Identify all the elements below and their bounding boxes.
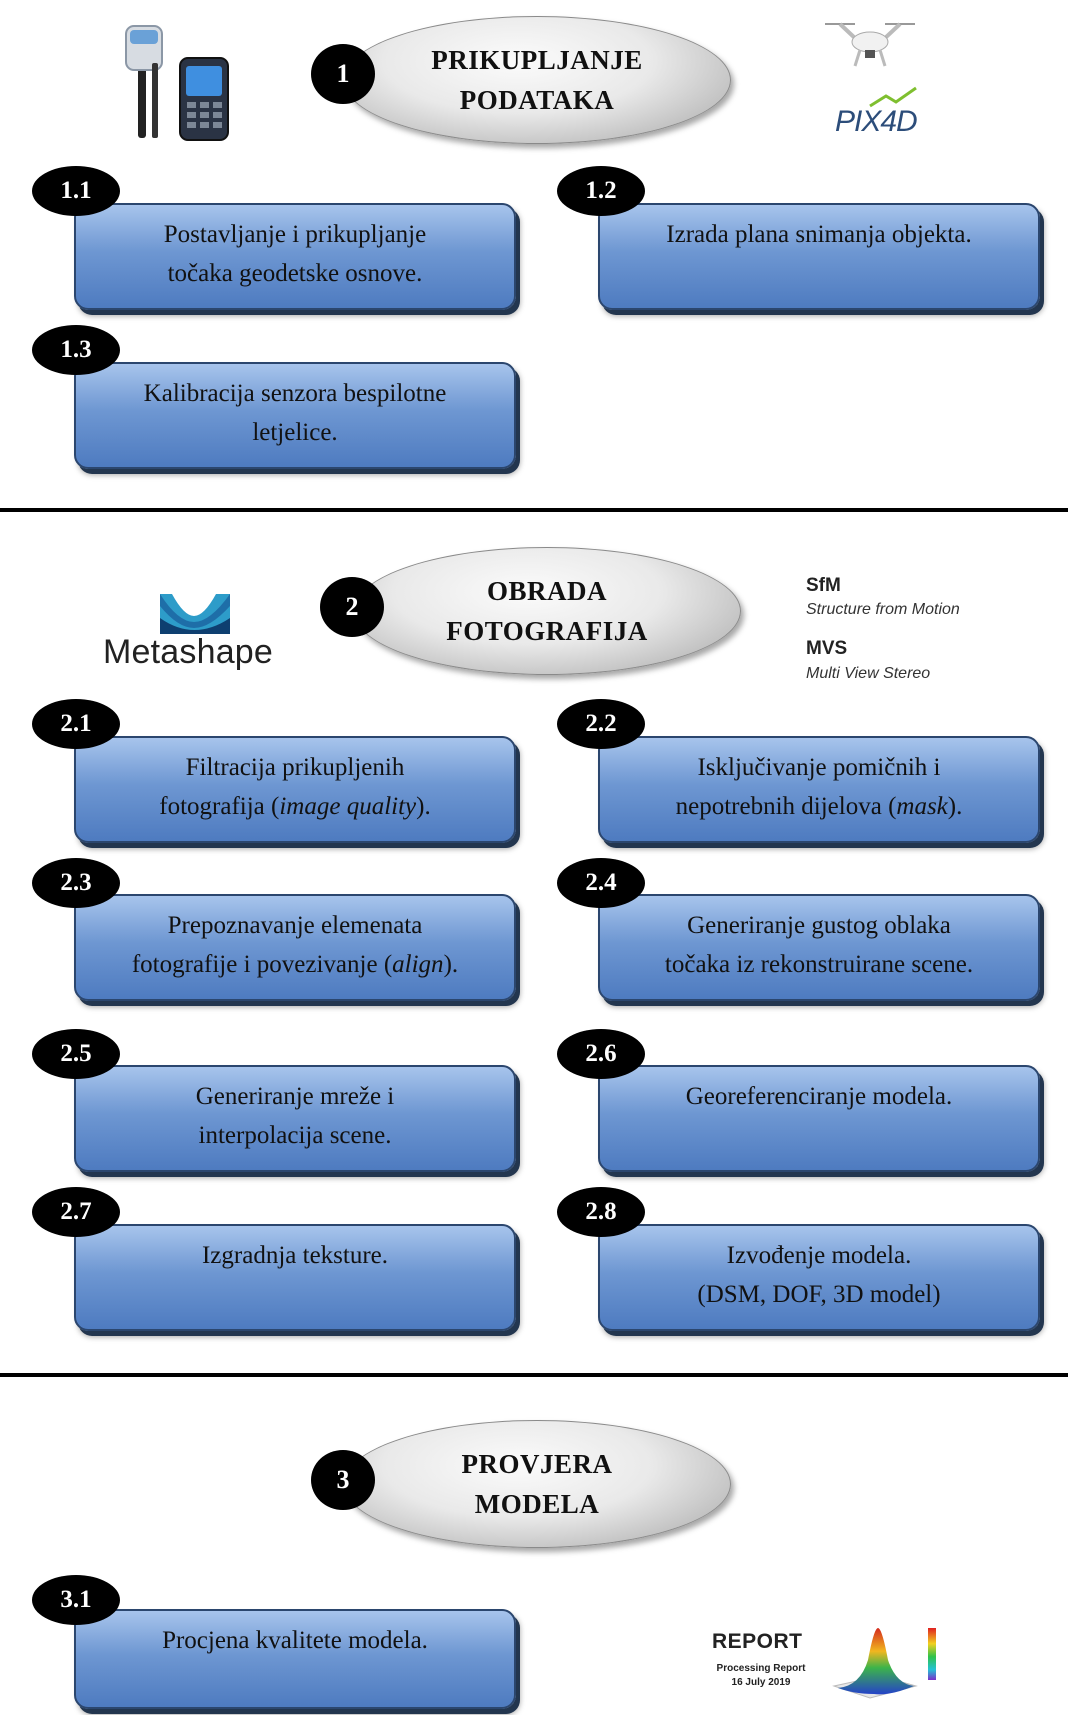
report-title: REPORT: [712, 1630, 803, 1653]
step-2-3-line-2: fotografije i povezivanje (align).: [131, 951, 459, 978]
step-2-4-line-1: Generiranje gustog oblaka: [687, 912, 951, 939]
phase-3-number: 3: [311, 1450, 375, 1510]
step-2-8-badge: 2.8: [557, 1187, 645, 1237]
step-2-3-line-1: Prepoznavanje elemenata: [167, 912, 423, 939]
step-1-3-box: Kalibracija senzora bespilotne letjelice…: [74, 362, 516, 469]
step-3-1-box: Procjena kvalitete modela.: [74, 1609, 516, 1709]
step-1-2-badge: 1.2: [557, 166, 645, 216]
step-1-3-line-2: letjelice.: [252, 419, 338, 446]
step-2-7-line-1: Izgradnja teksture.: [201, 1242, 389, 1269]
step-2-5-box: Generiranje mreže i interpolacija scene.: [74, 1065, 516, 1172]
step-3-1-line-1: Procjena kvalitete modela.: [162, 1627, 428, 1654]
mvs-title: MVS: [806, 638, 848, 659]
report-subtitle-2: 16 July 2019: [731, 1677, 791, 1688]
section-divider-1: [0, 508, 1068, 512]
metashape-logo: Metashape: [103, 633, 274, 671]
mvs-subtitle: Multi View Stereo: [806, 665, 931, 682]
section-divider-2: [0, 1373, 1068, 1377]
step-2-4-badge: 2.4: [557, 858, 645, 908]
metashape-mark-icon: [160, 594, 230, 634]
step-2-2-box: Isključivanje pomičnih i nepotrebnih dij…: [598, 736, 1040, 843]
sfm-title: SfM: [806, 575, 841, 596]
step-1-1-box: Postavljanje i prikupljanje točaka geode…: [74, 203, 516, 310]
step-2-2-badge: 2.2: [557, 699, 645, 749]
step-2-6-box: Georeferenciranje modela.: [598, 1065, 1040, 1172]
step-2-3-box: Prepoznavanje elemenata fotografije i po…: [74, 894, 516, 1001]
step-1-2-box: Izrada plana snimanja objekta.: [598, 203, 1040, 310]
step-2-2-line-1: Isključivanje pomičnih i: [697, 754, 941, 781]
step-2-5-line-2: interpolacija scene.: [198, 1122, 392, 1149]
3d-surface-plot-icon: [832, 1628, 936, 1699]
step-2-8-line-1: Izvođenje modela.: [726, 1242, 912, 1269]
step-1-3-line-1: Kalibracija senzora bespilotne: [143, 380, 447, 407]
step-2-1-line-1: Filtracija prikupljenih: [185, 754, 405, 781]
step-2-7-badge: 2.7: [32, 1187, 120, 1237]
step-2-4-box: Generiranje gustog oblaka točaka iz reko…: [598, 894, 1040, 1001]
drone-icon: [825, 22, 915, 67]
step-2-5-line-1: Generiranje mreže i: [195, 1083, 395, 1110]
sfm-subtitle: Structure from Motion: [806, 601, 960, 618]
step-2-6-badge: 2.6: [557, 1029, 645, 1079]
step-2-6-line-1: Georeferenciranje modela.: [685, 1083, 953, 1110]
pix4d-swoosh-icon: [869, 86, 917, 108]
phase-2-number: 2: [320, 577, 384, 637]
step-2-2-line-2: nepotrebnih dijelova (mask).: [675, 793, 963, 820]
phase-1-number: 1: [311, 44, 375, 104]
step-1-1-line-1: Postavljanje i prikupljanje: [163, 221, 427, 248]
gnss-receiver-icon: [125, 25, 229, 141]
step-2-8-line-2: (DSM, DOF, 3D model): [697, 1281, 941, 1308]
step-1-3-badge: 1.3: [32, 325, 120, 375]
step-1-1-line-2: točaka geodetske osnove.: [167, 260, 423, 287]
step-2-1-badge: 2.1: [32, 699, 120, 749]
step-2-4-line-2: točaka iz rekonstruirane scene.: [664, 951, 974, 978]
report-subtitle-1: Processing Report: [716, 1663, 806, 1674]
step-2-8-box: Izvođenje modela. (DSM, DOF, 3D model): [598, 1224, 1040, 1331]
pix4d-logo: PIX4D: [835, 105, 918, 138]
step-1-2-line-1: Izrada plana snimanja objekta.: [666, 221, 972, 248]
step-2-1-line-2: fotografija (image quality).: [159, 793, 431, 820]
step-1-1-badge: 1.1: [32, 166, 120, 216]
step-2-1-box: Filtracija prikupljenih fotografija (ima…: [74, 736, 516, 843]
step-2-7-box: Izgradnja teksture.: [74, 1224, 516, 1331]
step-3-1-badge: 3.1: [32, 1575, 120, 1625]
step-2-5-badge: 2.5: [32, 1029, 120, 1079]
step-2-3-badge: 2.3: [32, 858, 120, 908]
